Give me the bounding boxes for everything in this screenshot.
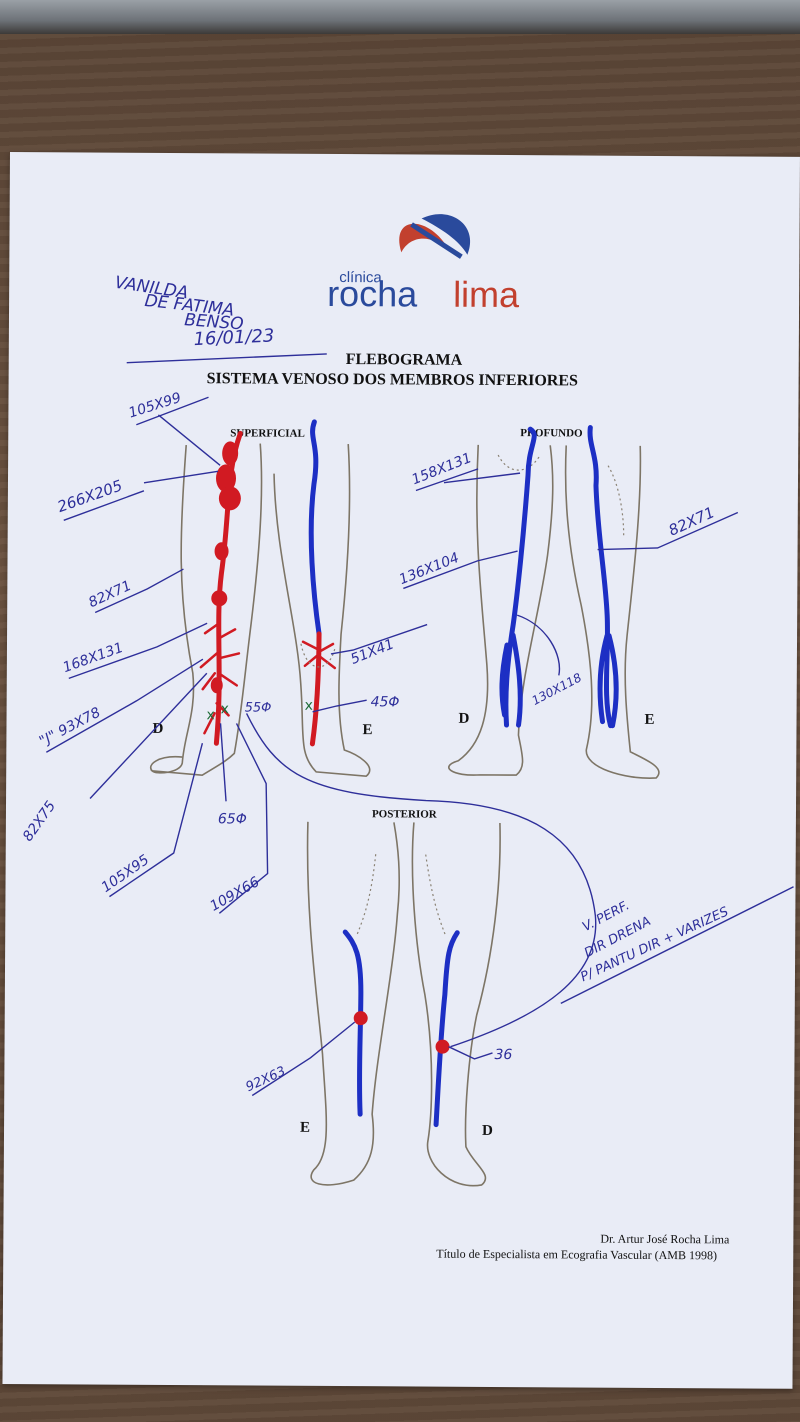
logo-emblem-red: [399, 223, 450, 253]
logo-emblem-blue: [421, 214, 470, 255]
leg-posterior-left: E: [300, 821, 401, 1186]
posterior-marker-e: [353, 1011, 368, 1026]
doctor-title: Título de Especialista em Ecografia Vasc…: [436, 1247, 717, 1263]
doctor-name: Dr. Artur José Rocha Lima: [600, 1232, 730, 1247]
measure-j-93x78: "J" 93X78: [37, 705, 104, 750]
varix-2: [216, 464, 237, 493]
patient-date: 16/01/23: [193, 325, 275, 350]
varix-4: [214, 542, 229, 561]
label-posterior: POSTERIOR: [372, 808, 438, 820]
side-label-d2: D: [458, 711, 469, 727]
measure-136x104: 136X104: [397, 550, 462, 588]
measure-92x63: 92X63: [244, 1064, 288, 1095]
label-superficial: SUPERFICIAL: [230, 427, 305, 439]
laptop-edge: [0, 0, 800, 34]
measure-168x131: 168X131: [61, 640, 126, 676]
measure-82x75: 82X75: [20, 798, 59, 844]
measure-105x95: 105X95: [99, 852, 153, 896]
measure-36: 36: [494, 1047, 512, 1063]
cross-mark-1: x: [207, 707, 215, 723]
leg-superficial-left: x E: [273, 419, 373, 778]
logo-text-rocha: rocha: [327, 273, 418, 315]
measure-109x66: 109X66: [207, 874, 262, 915]
measure-65phi: 65Φ: [218, 811, 247, 827]
side-label-e3: E: [300, 1120, 310, 1136]
leg-superficial-right: x x D: [150, 430, 263, 777]
document-title: FLEBOGRAMA: [346, 351, 463, 369]
measure-45phi: 45Φ: [371, 694, 400, 710]
side-label-e2: E: [644, 712, 654, 728]
side-label-d1: D: [152, 721, 163, 737]
patient-name-line3: BENSO: [184, 310, 245, 334]
measure-51x41: 51X41: [348, 636, 396, 668]
side-label-d3: D: [482, 1123, 493, 1139]
measure-55phi: 55Φ: [245, 700, 272, 715]
logo-text-lima: lima: [453, 274, 520, 315]
patient-underline: [126, 353, 327, 364]
measure-82x71-b: 82X71: [666, 503, 718, 540]
perforator-note: V. PERF. DIR DRENA P/ PANTU DIR + VARIZE…: [245, 713, 794, 1048]
document-sheet: clínica rocha lima FLEBOGRAMA SISTEMA VE…: [2, 152, 800, 1389]
measure-130x118: 130X118: [530, 670, 585, 708]
posterior-marker-d: [435, 1039, 450, 1054]
logo-small-text: clínica: [339, 269, 382, 286]
side-label-e1: E: [362, 722, 372, 738]
logo-emblem-swoosh: [410, 222, 463, 259]
handwritten-measurements: 105X99 266X205 82X71 168X131 "J" 93X78 8…: [20, 390, 739, 1097]
leg-deep-left: E: [564, 425, 660, 779]
cross-mark-3: x: [305, 698, 313, 714]
measure-105x99: 105X99: [127, 390, 184, 422]
patient-handwriting: VANILDA DE FATIMA BENSO 16/01/23: [113, 273, 327, 364]
varix-1: [222, 441, 239, 466]
leg-deep-right: D: [448, 426, 554, 776]
leg-posterior-right: D: [411, 822, 501, 1187]
cross-mark-2: x: [221, 701, 229, 717]
document-subtitle: SISTEMA VENOSO DOS MEMBROS INFERIORES: [207, 370, 579, 389]
varix-5: [211, 590, 228, 607]
flebograma-drawing: clínica rocha lima FLEBOGRAMA SISTEMA VE…: [20, 214, 794, 1263]
varix-6: [210, 677, 223, 694]
measure-158x131: 158X131: [410, 450, 475, 488]
varix-3: [218, 486, 241, 511]
clinic-logo: clínica rocha lima: [327, 214, 520, 315]
